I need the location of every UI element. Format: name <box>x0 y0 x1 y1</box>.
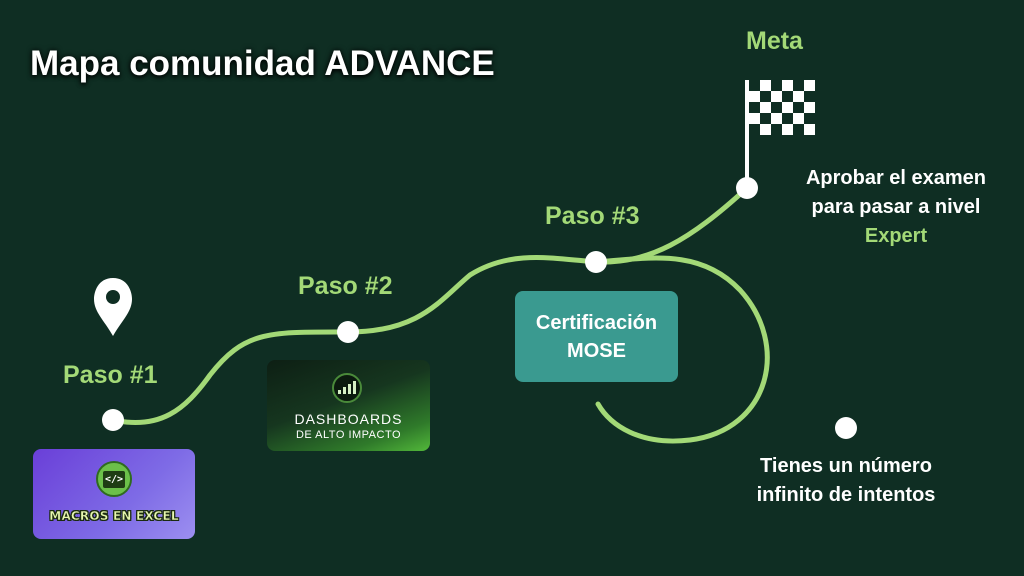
dashboards-card: DASHBOARDS DE ALTO IMPACTO <box>267 360 430 451</box>
page-title: Mapa comunidad ADVANCE <box>30 44 495 83</box>
retry-line-2: infinito de intentos <box>756 484 936 506</box>
retry-line-1: Tienes un número <box>760 455 932 477</box>
goal-highlight: Expert <box>864 225 928 247</box>
code-icon: </> <box>96 461 132 497</box>
step-2-node <box>337 321 359 343</box>
retry-description: Tienes un número infinito de intentos <box>736 452 956 510</box>
dashboards-card-caption-1: DASHBOARDS <box>294 411 403 427</box>
goal-label: Meta <box>746 27 803 55</box>
goal-description-line-1: Aprobar el examen <box>805 167 987 189</box>
dashboards-card-caption-2: DE ALTO IMPACTO <box>295 429 402 441</box>
macros-card-caption: MACROS EN EXCEL <box>49 509 179 523</box>
certification-line-1: Certificación <box>535 311 658 334</box>
retry-node <box>835 417 857 439</box>
step-1-node <box>102 409 124 431</box>
certification-line-2: MOSE <box>567 339 626 362</box>
goal-description-line-2: para pasar a nivel <box>811 196 981 218</box>
checkered-flag-icon <box>745 80 815 188</box>
certification-card: Certificación MOSE <box>515 291 678 382</box>
step-2-label: Paso #2 <box>298 272 393 300</box>
goal-node <box>736 177 758 199</box>
location-pin-icon <box>94 278 132 336</box>
retry-loop-path <box>593 255 770 444</box>
step-3-node <box>585 251 607 273</box>
goal-description: Aprobar el examen para pasar a nivel Exp… <box>786 164 1006 251</box>
chart-icon <box>332 373 362 403</box>
step-1-label: Paso #1 <box>63 361 158 389</box>
step-3-label: Paso #3 <box>545 202 640 230</box>
macros-card: </> MACROS EN EXCEL <box>33 449 195 539</box>
